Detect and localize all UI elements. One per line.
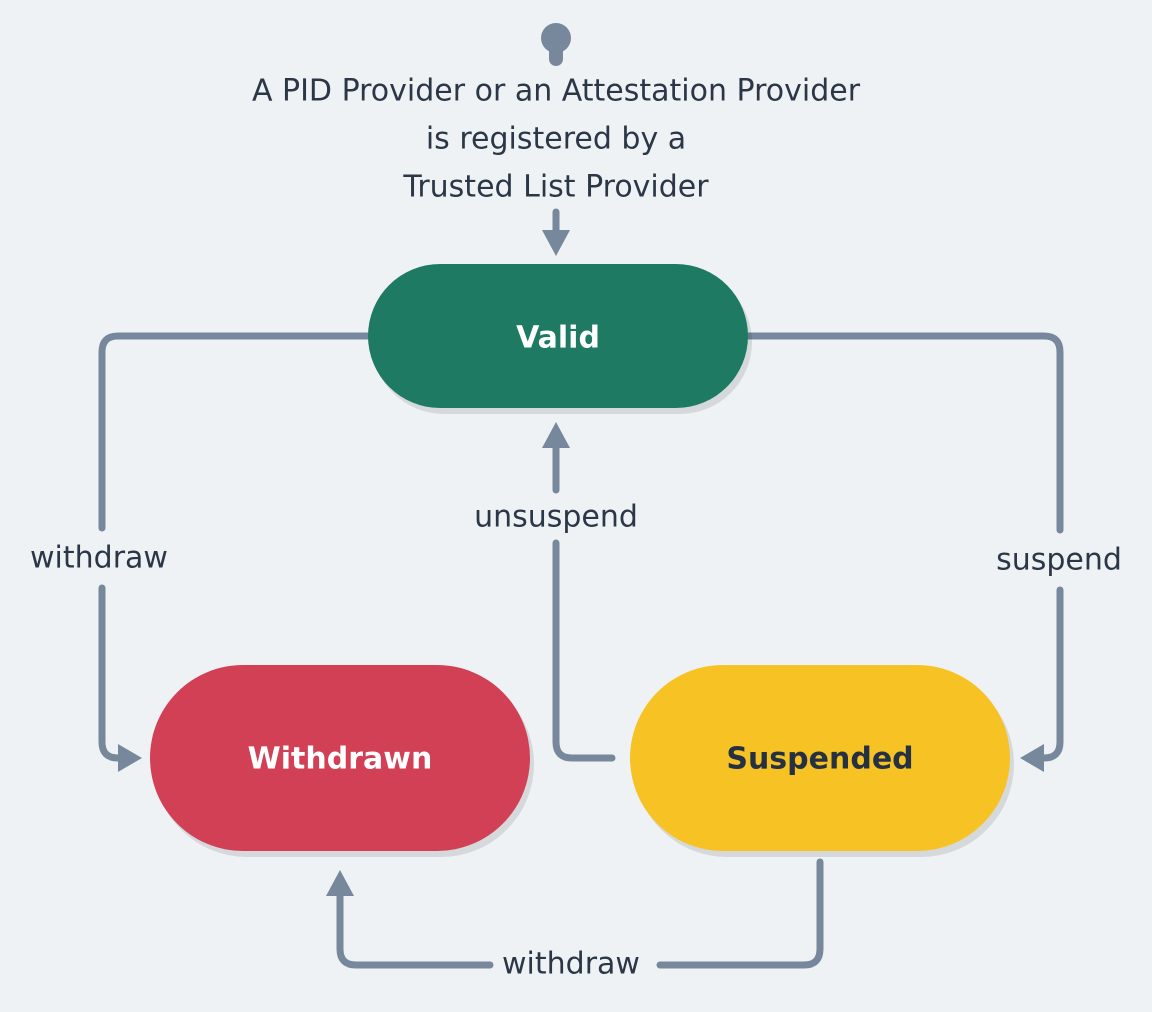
transition-suspended-to-valid[interactable] xyxy=(542,422,616,762)
transition-suspended-to-withdrawn[interactable] xyxy=(326,858,824,969)
transition-valid-to-withdrawn[interactable] xyxy=(98,332,372,772)
caption-line-1: A PID Provider or an Attestation Provide… xyxy=(252,74,861,109)
edge-label-unsuspend: unsuspend xyxy=(474,500,638,535)
state-node-valid-label: Valid xyxy=(516,321,600,356)
start-arrow xyxy=(542,208,570,256)
start-node-icon xyxy=(541,23,571,66)
caption-line-3: Trusted List Provider xyxy=(402,170,709,205)
edge-label-suspend: suspend xyxy=(996,543,1122,578)
edge-label-withdraw-left: withdraw xyxy=(30,541,168,576)
state-node-withdrawn-shape xyxy=(150,665,530,851)
state-node-withdrawn[interactable]: Withdrawn xyxy=(150,665,534,857)
state-node-valid-shape xyxy=(368,264,748,408)
edge-label-withdraw-bottom: withdraw xyxy=(502,947,640,982)
caption-line-2: is registered by a xyxy=(426,122,686,157)
state-node-suspended[interactable]: Suspended xyxy=(630,665,1014,857)
state-node-suspended-shape xyxy=(630,665,1010,851)
transition-valid-to-suspended[interactable] xyxy=(744,332,1064,772)
state-node-suspended-label: Suspended xyxy=(726,742,913,777)
state-node-withdrawn-label: Withdrawn xyxy=(248,742,433,777)
state-node-valid[interactable]: Valid xyxy=(368,264,752,414)
